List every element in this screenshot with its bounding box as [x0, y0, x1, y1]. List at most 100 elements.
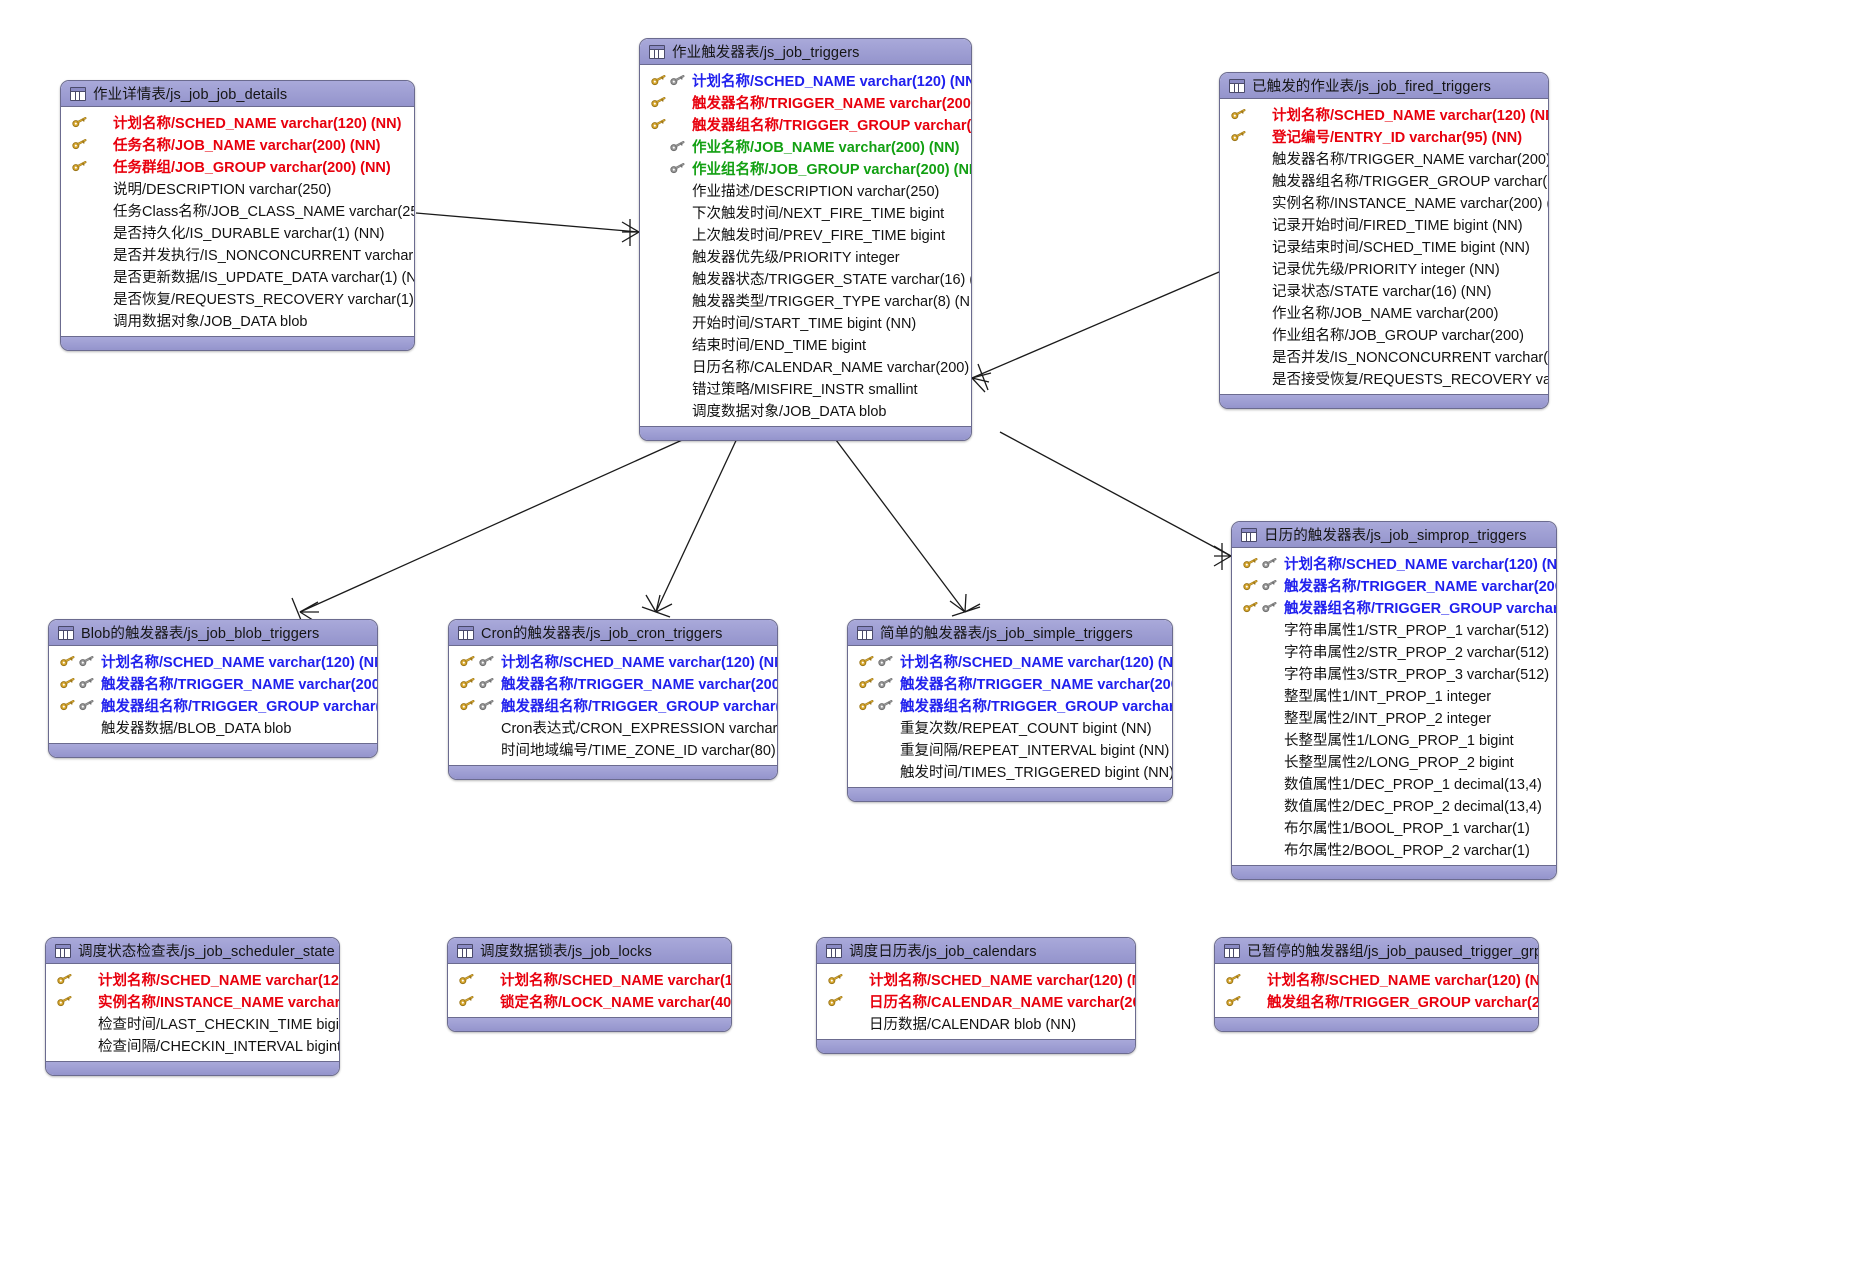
attribute-row[interactable]: 日历数据/CALENDAR blob (NN): [817, 1012, 1135, 1034]
attribute-row[interactable]: 触发器名称/TRIGGER_NAME varchar(200) (NN): [848, 672, 1172, 694]
attribute-row[interactable]: 重复次数/REPEAT_COUNT bigint (NN): [848, 716, 1172, 738]
attribute-row[interactable]: 计划名称/SCHED_NAME varchar(120) (NN): [640, 69, 971, 91]
attribute-row[interactable]: 触发器名称/TRIGGER_NAME varchar(200) (NN): [1220, 147, 1548, 169]
attribute-row[interactable]: 任务群组/JOB_GROUP varchar(200) (NN): [61, 155, 414, 177]
attribute-row[interactable]: 计划名称/SCHED_NAME varchar(120) (NN): [61, 111, 414, 133]
attribute-row[interactable]: 是否并发执行/IS_NONCONCURRENT varchar(1) (NN): [61, 243, 414, 265]
entity-header-scheduler_state[interactable]: 调度状态检查表/js_job_scheduler_state: [46, 938, 339, 964]
attribute-row[interactable]: 调度数据对象/JOB_DATA blob: [640, 399, 971, 421]
entity-paused_trigger_grps[interactable]: 已暂停的触发器组/js_job_paused_trigger_grps 计划名称/…: [1214, 937, 1539, 1032]
attribute-row[interactable]: 触发时间/TIMES_TRIGGERED bigint (NN): [848, 760, 1172, 782]
attribute-row[interactable]: 记录结束时间/SCHED_TIME bigint (NN): [1220, 235, 1548, 257]
attribute-row[interactable]: 触发器优先级/PRIORITY integer: [640, 245, 971, 267]
entity-header-locks[interactable]: 调度数据锁表/js_job_locks: [448, 938, 731, 964]
attribute-row[interactable]: 调用数据对象/JOB_DATA blob: [61, 309, 414, 331]
entity-header-job_details[interactable]: 作业详情表/js_job_job_details: [61, 81, 414, 107]
attribute-row[interactable]: 触发器名称/TRIGGER_NAME varchar(200) (NN): [449, 672, 777, 694]
attribute-row[interactable]: 字符串属性1/STR_PROP_1 varchar(512): [1232, 618, 1556, 640]
attribute-row[interactable]: 上次触发时间/PREV_FIRE_TIME bigint: [640, 223, 971, 245]
attribute-row[interactable]: 记录开始时间/FIRED_TIME bigint (NN): [1220, 213, 1548, 235]
entity-calendars[interactable]: 调度日历表/js_job_calendars 计划名称/SCHED_NAME va…: [816, 937, 1136, 1054]
attribute-row[interactable]: 计划名称/SCHED_NAME varchar(120) (NN): [46, 968, 339, 990]
attribute-row[interactable]: 计划名称/SCHED_NAME varchar(120) (NN): [1220, 103, 1548, 125]
attribute-row[interactable]: 字符串属性3/STR_PROP_3 varchar(512): [1232, 662, 1556, 684]
attribute-row[interactable]: 日历名称/CALENDAR_NAME varchar(200): [640, 355, 971, 377]
entity-header-fired_triggers[interactable]: 已触发的作业表/js_job_fired_triggers: [1220, 73, 1548, 99]
attribute-row[interactable]: 作业名称/JOB_NAME varchar(200): [1220, 301, 1548, 323]
entity-simple_triggers[interactable]: 简单的触发器表/js_job_simple_triggers 计划名称/SCHED…: [847, 619, 1173, 802]
attribute-row[interactable]: 是否持久化/IS_DURABLE varchar(1) (NN): [61, 221, 414, 243]
attribute-row[interactable]: 计划名称/SCHED_NAME varchar(120) (NN): [817, 968, 1135, 990]
attribute-row[interactable]: 是否并发/IS_NONCONCURRENT varchar(1): [1220, 345, 1548, 367]
attribute-row[interactable]: 任务Class名称/JOB_CLASS_NAME varchar(250) (N…: [61, 199, 414, 221]
attribute-row[interactable]: 触发器数据/BLOB_DATA blob: [49, 716, 377, 738]
attribute-row[interactable]: 实例名称/INSTANCE_NAME varchar(200) (NN): [1220, 191, 1548, 213]
attribute-row[interactable]: 触发器名称/TRIGGER_NAME varchar(200) (NN): [1232, 574, 1556, 596]
attribute-row[interactable]: 作业组名称/JOB_GROUP varchar(200) (NN): [640, 157, 971, 179]
attribute-row[interactable]: Cron表达式/CRON_EXPRESSION varchar(120) (NN…: [449, 716, 777, 738]
attribute-row[interactable]: 布尔属性2/BOOL_PROP_2 varchar(1): [1232, 838, 1556, 860]
entity-header-simple_triggers[interactable]: 简单的触发器表/js_job_simple_triggers: [848, 620, 1172, 646]
attribute-row[interactable]: 触发器组名称/TRIGGER_GROUP varchar(200) (NN): [49, 694, 377, 716]
attribute-row[interactable]: 时间地域编号/TIME_ZONE_ID varchar(80): [449, 738, 777, 760]
entity-header-cron_triggers[interactable]: Cron的触发器表/js_job_cron_triggers: [449, 620, 777, 646]
attribute-row[interactable]: 锁定名称/LOCK_NAME varchar(40) (NN): [448, 990, 731, 1012]
attribute-row[interactable]: 字符串属性2/STR_PROP_2 varchar(512): [1232, 640, 1556, 662]
attribute-row[interactable]: 记录优先级/PRIORITY integer (NN): [1220, 257, 1548, 279]
entity-locks[interactable]: 调度数据锁表/js_job_locks 计划名称/SCHED_NAME varch…: [447, 937, 732, 1032]
entity-blob_triggers[interactable]: Blob的触发器表/js_job_blob_triggers 计划名称/SCHED…: [48, 619, 378, 758]
entity-cron_triggers[interactable]: Cron的触发器表/js_job_cron_triggers 计划名称/SCHED…: [448, 619, 778, 780]
attribute-row[interactable]: 说明/DESCRIPTION varchar(250): [61, 177, 414, 199]
attribute-row[interactable]: 作业名称/JOB_NAME varchar(200) (NN): [640, 135, 971, 157]
attribute-row[interactable]: 记录状态/STATE varchar(16) (NN): [1220, 279, 1548, 301]
attribute-row[interactable]: 是否更新数据/IS_UPDATE_DATA varchar(1) (NN): [61, 265, 414, 287]
attribute-row[interactable]: 重复间隔/REPEAT_INTERVAL bigint (NN): [848, 738, 1172, 760]
attribute-row[interactable]: 错过策略/MISFIRE_INSTR smallint: [640, 377, 971, 399]
attribute-row[interactable]: 整型属性1/INT_PROP_1 integer: [1232, 684, 1556, 706]
entity-fired_triggers[interactable]: 已触发的作业表/js_job_fired_triggers 计划名称/SCHED_…: [1219, 72, 1549, 409]
attribute-row[interactable]: 触发组名称/TRIGGER_GROUP varchar(200) (NN): [1215, 990, 1538, 1012]
attribute-row[interactable]: 实例名称/INSTANCE_NAME varchar(200) (NN): [46, 990, 339, 1012]
attribute-row[interactable]: 触发器名称/TRIGGER_NAME varchar(200) (NN): [49, 672, 377, 694]
entity-header-paused_trigger_grps[interactable]: 已暂停的触发器组/js_job_paused_trigger_grps: [1215, 938, 1538, 964]
attribute-row[interactable]: 计划名称/SCHED_NAME varchar(120) (NN): [49, 650, 377, 672]
attribute-row[interactable]: 数值属性1/DEC_PROP_1 decimal(13,4): [1232, 772, 1556, 794]
attribute-row[interactable]: 触发器组名称/TRIGGER_GROUP varchar(200) (NN): [848, 694, 1172, 716]
attribute-row[interactable]: 布尔属性1/BOOL_PROP_1 varchar(1): [1232, 816, 1556, 838]
attribute-row[interactable]: 下次触发时间/NEXT_FIRE_TIME bigint: [640, 201, 971, 223]
attribute-row[interactable]: 计划名称/SCHED_NAME varchar(120) (NN): [848, 650, 1172, 672]
attribute-row[interactable]: 任务名称/JOB_NAME varchar(200) (NN): [61, 133, 414, 155]
attribute-row[interactable]: 整型属性2/INT_PROP_2 integer: [1232, 706, 1556, 728]
attribute-row[interactable]: 检查时间/LAST_CHECKIN_TIME bigint (NN): [46, 1012, 339, 1034]
attribute-row[interactable]: 计划名称/SCHED_NAME varchar(120) (NN): [1215, 968, 1538, 990]
attribute-row[interactable]: 触发器组名称/TRIGGER_GROUP varchar(200) (NN): [449, 694, 777, 716]
attribute-row[interactable]: 开始时间/START_TIME bigint (NN): [640, 311, 971, 333]
entity-header-blob_triggers[interactable]: Blob的触发器表/js_job_blob_triggers: [49, 620, 377, 646]
attribute-row[interactable]: 触发器类型/TRIGGER_TYPE varchar(8) (NN): [640, 289, 971, 311]
entity-header-job_triggers[interactable]: 作业触发器表/js_job_triggers: [640, 39, 971, 65]
attribute-row[interactable]: 是否恢复/REQUESTS_RECOVERY varchar(1) (NN): [61, 287, 414, 309]
attribute-row[interactable]: 日历名称/CALENDAR_NAME varchar(200) (NN): [817, 990, 1135, 1012]
attribute-row[interactable]: 计划名称/SCHED_NAME varchar(120) (NN): [448, 968, 731, 990]
attribute-row[interactable]: 触发器状态/TRIGGER_STATE varchar(16) (NN): [640, 267, 971, 289]
entity-job_details[interactable]: 作业详情表/js_job_job_details 计划名称/SCHED_NAME …: [60, 80, 415, 351]
entity-header-simprop_triggers[interactable]: 日历的触发器表/js_job_simprop_triggers: [1232, 522, 1556, 548]
attribute-row[interactable]: 长整型属性1/LONG_PROP_1 bigint: [1232, 728, 1556, 750]
entity-simprop_triggers[interactable]: 日历的触发器表/js_job_simprop_triggers 计划名称/SCHE…: [1231, 521, 1557, 880]
attribute-row[interactable]: 检查间隔/CHECKIN_INTERVAL bigint (NN): [46, 1034, 339, 1056]
attribute-row[interactable]: 登记编号/ENTRY_ID varchar(95) (NN): [1220, 125, 1548, 147]
attribute-row[interactable]: 触发器组名称/TRIGGER_GROUP varchar(200) (NN): [1232, 596, 1556, 618]
entity-job_triggers[interactable]: 作业触发器表/js_job_triggers 计划名称/SCHED_NAME va…: [639, 38, 972, 441]
attribute-row[interactable]: 作业组名称/JOB_GROUP varchar(200): [1220, 323, 1548, 345]
attribute-row[interactable]: 数值属性2/DEC_PROP_2 decimal(13,4): [1232, 794, 1556, 816]
attribute-row[interactable]: 是否接受恢复/REQUESTS_RECOVERY varchar(1): [1220, 367, 1548, 389]
attribute-row[interactable]: 作业描述/DESCRIPTION varchar(250): [640, 179, 971, 201]
attribute-row[interactable]: 计划名称/SCHED_NAME varchar(120) (NN): [449, 650, 777, 672]
entity-scheduler_state[interactable]: 调度状态检查表/js_job_scheduler_state 计划名称/SCHED…: [45, 937, 340, 1076]
attribute-row[interactable]: 触发器组名称/TRIGGER_GROUP varchar(200) (NN): [1220, 169, 1548, 191]
attribute-row[interactable]: 触发器组名称/TRIGGER_GROUP varchar(200) (NN): [640, 113, 971, 135]
attribute-row[interactable]: 计划名称/SCHED_NAME varchar(120) (NN): [1232, 552, 1556, 574]
attribute-row[interactable]: 触发器名称/TRIGGER_NAME varchar(200) (NN): [640, 91, 971, 113]
attribute-row[interactable]: 长整型属性2/LONG_PROP_2 bigint: [1232, 750, 1556, 772]
entity-header-calendars[interactable]: 调度日历表/js_job_calendars: [817, 938, 1135, 964]
